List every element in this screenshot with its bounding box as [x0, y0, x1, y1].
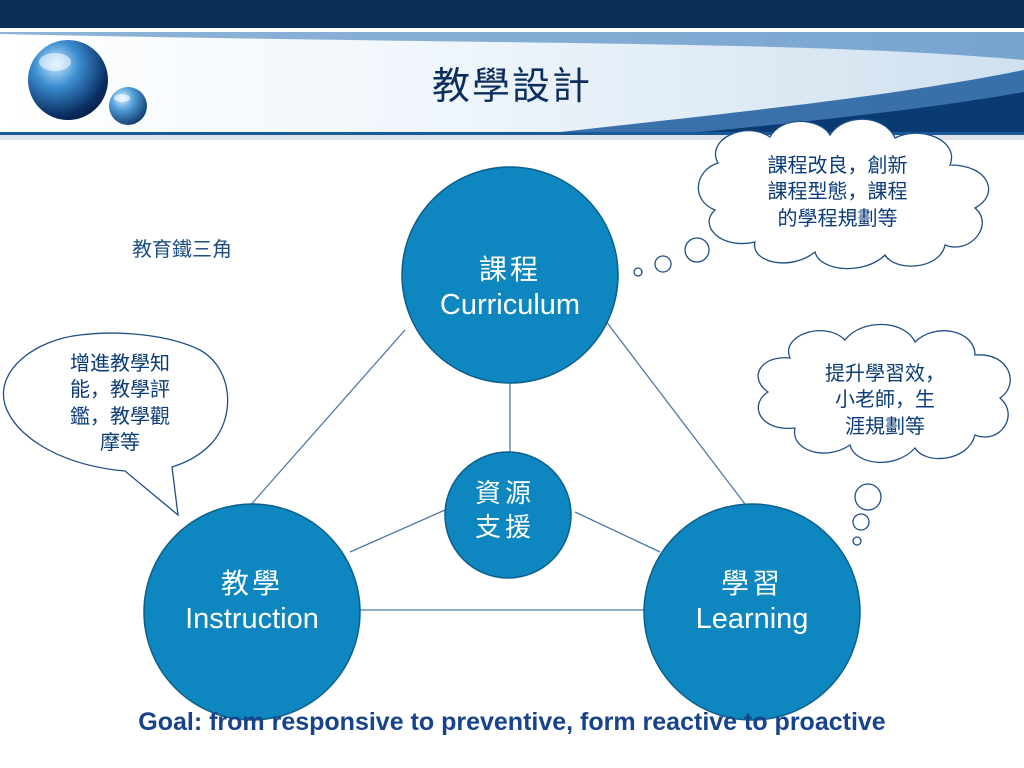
callout-curriculum-line3: 的學程規劃等 — [777, 205, 898, 230]
speech-bubble-instruction — [2, 332, 229, 517]
callout-curriculum-line2: 課程型態，課程 — [767, 179, 908, 204]
node-learning-zh: 學習 — [720, 567, 783, 600]
callout-learning-line3: 涯規劃等 — [845, 413, 925, 438]
callout-curriculum-line1: 課程改良，創新 — [767, 153, 908, 177]
thought-dot-1 — [684, 237, 710, 263]
node-learning — [643, 503, 861, 721]
node-instruction-en: Instruction — [185, 603, 319, 635]
callout-learning-line1: 提升學習效， — [825, 361, 945, 385]
logo-orbs-icon — [28, 40, 147, 125]
callout-instruction-text: 增進教學知 能，教學評 鑑，教學觀 摩等 — [35, 350, 205, 456]
thought-dot-5 — [852, 513, 870, 531]
node-resource-line2: 支援 — [474, 512, 535, 543]
callout-instruction-line3: 鑑，教學觀 — [70, 403, 170, 428]
node-instruction-label: 教學 Instruction — [142, 566, 362, 637]
thought-dot-2 — [654, 255, 672, 273]
node-instruction — [143, 503, 361, 721]
header-banner — [0, 0, 1024, 140]
thought-cloud-learning — [757, 323, 1011, 546]
callout-curriculum-text: 課程改良，創新 課程型態，課程 的學程規劃等 — [725, 152, 950, 231]
thought-dot-6 — [852, 536, 862, 546]
node-curriculum-en: Curriculum — [439, 289, 581, 321]
edge-instruction-resource — [349, 509, 446, 553]
node-resource-label: 資源 支援 — [445, 478, 565, 546]
node-curriculum-zh: 課程 — [478, 253, 541, 286]
callout-instruction-line4: 摩等 — [100, 430, 140, 455]
callout-learning-line2: 小老師，生 — [835, 387, 935, 412]
node-learning-en: Learning — [695, 603, 809, 635]
node-curriculum-label: 課程 Curriculum — [400, 252, 620, 323]
callout-learning-text: 提升學習效， 小老師，生 涯規劃等 — [785, 360, 985, 439]
node-resource-line1: 資源 — [474, 479, 535, 509]
node-curriculum — [401, 166, 619, 384]
thought-dot-3 — [633, 267, 643, 277]
node-learning-label: 學習 Learning — [642, 566, 862, 637]
callout-instruction-line2: 能，教學評 — [70, 377, 170, 402]
page-title: 教學設計 — [431, 64, 592, 108]
edge-curriculum-instruction — [247, 329, 406, 509]
edge-learning-resource — [574, 511, 661, 553]
thought-dot-4 — [854, 483, 882, 511]
triangle-caption: 教育鐵三角 — [132, 237, 232, 261]
goal-statement: Goal: from responsive to preventive, for… — [138, 708, 886, 736]
node-resource — [444, 451, 572, 579]
callout-instruction-line1: 增進教學知 — [70, 351, 170, 375]
thought-cloud-curriculum — [633, 118, 990, 277]
edge-curriculum-learning — [604, 319, 749, 509]
node-instruction-zh: 教學 — [220, 567, 283, 600]
